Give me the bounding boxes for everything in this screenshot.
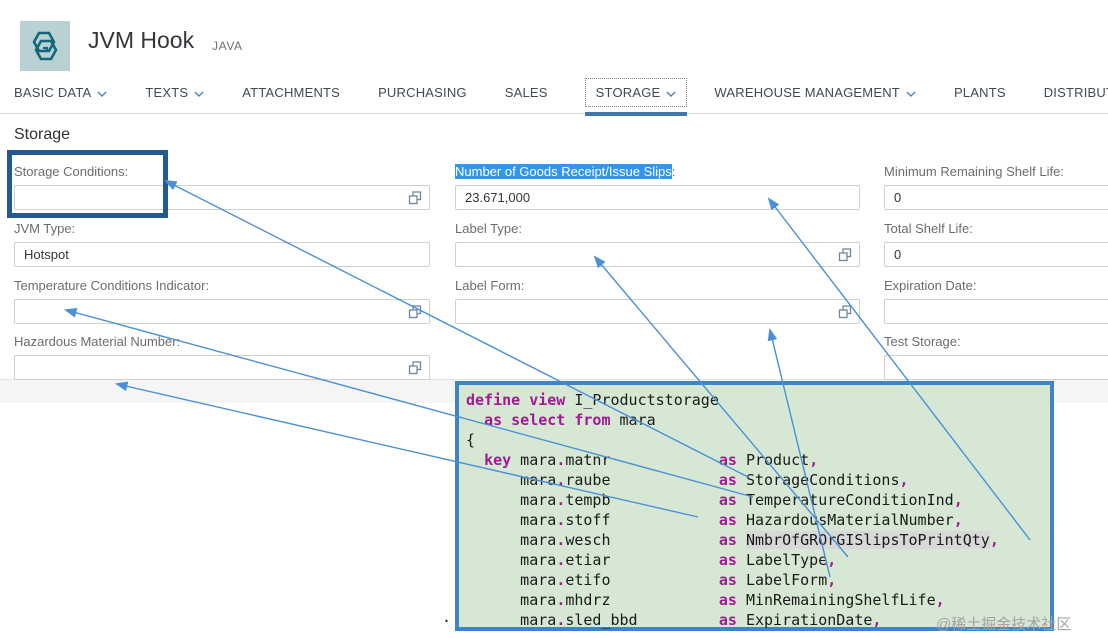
label-colon: : <box>671 164 676 179</box>
selected-label-text: Number of Goods Receipt/Issue Slips <box>455 164 672 179</box>
value-help-icon[interactable] <box>408 361 422 375</box>
label-form-field: Label Form: <box>455 278 860 326</box>
chevron-down-icon[interactable] <box>194 85 204 100</box>
field-label: Label Form: <box>455 278 525 293</box>
tab-label: PURCHASING <box>378 85 467 100</box>
section-title: Storage <box>14 126 71 143</box>
test-storage-input[interactable] <box>884 355 1108 380</box>
tab-label: DISTRIBUTION CHAINS <box>1043 85 1108 100</box>
value-help-icon[interactable] <box>838 305 852 319</box>
goods-slips-field: Number of Goods Receipt/Issue Slips: <box>455 164 860 212</box>
tab-label: SALES <box>504 85 548 100</box>
chevron-down-icon[interactable] <box>97 85 107 100</box>
field-label: Minimum Remaining Shelf Life: <box>884 164 1064 179</box>
expiration-date-input[interactable] <box>884 299 1108 324</box>
tab-label: STORAGE <box>595 85 661 100</box>
code-text: define view I_Productstorage as select f… <box>466 391 999 629</box>
total-shelf-life-input[interactable] <box>884 242 1108 267</box>
page-subtitle: JAVA <box>212 39 243 53</box>
page-title: JVM Hook <box>88 27 195 53</box>
field-label: Number of Goods Receipt/Issue Slips: <box>455 164 675 179</box>
field-label: Expiration Date: <box>884 278 977 293</box>
field-label: Temperature Conditions Indicator: <box>14 278 210 293</box>
tab-label: TEXTS <box>145 85 189 100</box>
chevron-down-icon[interactable] <box>666 85 676 100</box>
test-storage-field: Test Storage: <box>884 334 1108 382</box>
min-shelf-life-input[interactable] <box>884 185 1108 210</box>
temperature-conditions-field: Temperature Conditions Indicator: <box>14 278 430 326</box>
label-type-field: Label Type: <box>455 221 860 269</box>
value-help-icon[interactable] <box>838 248 852 262</box>
tab-storage[interactable]: STORAGE <box>584 78 688 116</box>
tab-strip: BASIC DATA TEXTS ATTACHMENTS PURCHASING … <box>0 72 1108 116</box>
field-label: Storage Conditions: <box>14 164 129 179</box>
value-help-icon[interactable] <box>408 305 422 319</box>
tab-basic-data[interactable]: BASIC DATA <box>14 85 107 100</box>
page-header: JVM Hook JAVA <box>0 0 1108 72</box>
field-label: JVM Type: <box>14 221 76 236</box>
total-shelf-life-field: Total Shelf Life: <box>884 221 1108 269</box>
annotation-highlight-box <box>7 150 168 218</box>
hazardous-material-input[interactable] <box>14 355 430 380</box>
label-type-input[interactable] <box>455 242 860 267</box>
tab-warehouse-management[interactable]: WAREHOUSE MANAGEMENT <box>714 85 916 100</box>
product-hexagon-icon <box>20 21 70 71</box>
goods-slips-input[interactable] <box>455 185 860 210</box>
tab-texts[interactable]: TEXTS <box>145 85 204 100</box>
tab-label: PLANTS <box>953 85 1006 100</box>
field-label: Hazardous Material Number: <box>14 334 181 349</box>
tab-attachments[interactable]: ATTACHMENTS <box>242 85 340 100</box>
field-label: Test Storage: <box>884 334 961 349</box>
tab-purchasing[interactable]: PURCHASING <box>378 85 467 100</box>
hazardous-material-field: Hazardous Material Number: <box>14 334 430 382</box>
value-help-icon[interactable] <box>408 191 422 205</box>
tab-label: ATTACHMENTS <box>242 85 341 100</box>
tab-label: BASIC DATA <box>14 85 92 100</box>
field-label: Label Type: <box>455 221 522 236</box>
watermark: @稀土掘金技术社区 <box>936 616 1072 633</box>
min-shelf-life-field: Minimum Remaining Shelf Life: <box>884 164 1108 212</box>
text-cursor-dot: . <box>442 608 452 626</box>
tab-sales[interactable]: SALES <box>505 85 548 100</box>
jvm-type-input[interactable] <box>14 242 430 267</box>
tab-plants[interactable]: PLANTS <box>954 85 1006 100</box>
expiration-date-field: Expiration Date: <box>884 278 1108 326</box>
chevron-down-icon[interactable] <box>906 85 916 100</box>
jvm-type-field: JVM Type: <box>14 221 430 269</box>
temperature-conditions-input[interactable] <box>14 299 430 324</box>
cds-code-block: define view I_Productstorage as select f… <box>455 381 1054 631</box>
tab-distribution-chains[interactable]: DISTRIBUTION CHAINS <box>1044 85 1108 100</box>
label-form-input[interactable] <box>455 299 860 324</box>
tab-label: WAREHOUSE MANAGEMENT <box>714 85 900 100</box>
field-label: Total Shelf Life: <box>884 221 973 236</box>
